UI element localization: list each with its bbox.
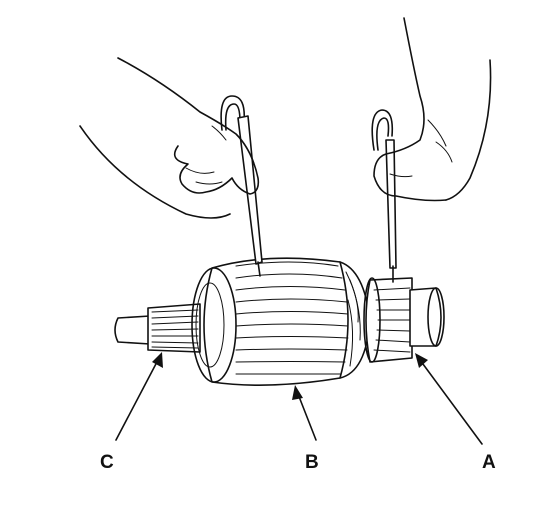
callout-c: C [100, 452, 114, 473]
commutator [363, 277, 445, 363]
left-hand-with-probe [79, 57, 263, 277]
right-hand-with-probe [371, 17, 492, 283]
leader-c [115, 352, 163, 441]
callout-a: A [482, 452, 496, 473]
leader-b [292, 385, 317, 441]
shaft-left [114, 303, 201, 353]
armature-core [191, 257, 371, 386]
callout-b: B [305, 452, 319, 473]
leader-a [415, 353, 483, 445]
